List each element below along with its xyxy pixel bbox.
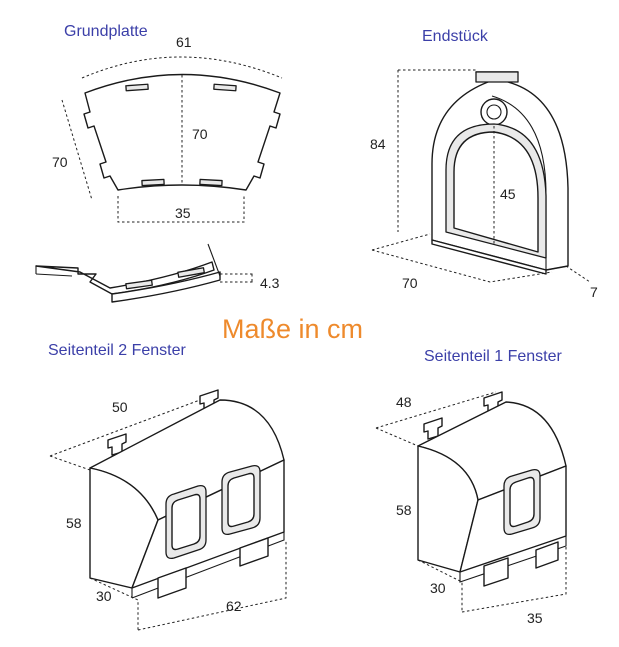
dim-line-width-70 — [371, 233, 553, 283]
seitenteil1-bottom-tab-1 — [483, 557, 509, 587]
grundplatte-dim-inner: 70 — [192, 126, 208, 142]
endstueck-dim-inner: 45 — [500, 186, 516, 202]
dim-line-length-35 — [461, 540, 567, 613]
grundplatte-dim-bottom: 35 — [175, 205, 191, 221]
dim-line-front-30-b — [417, 559, 463, 612]
seitenteil1-drawing — [375, 391, 567, 613]
seitenteil1-dim-length: 35 — [527, 610, 543, 626]
grundplatte-side-front — [111, 271, 221, 303]
dim-line-bottom-35 — [117, 196, 245, 223]
grundplatte-side-slot-1 — [125, 279, 153, 290]
units-heading: Maße in cm — [222, 314, 364, 344]
dim-line-left-70 — [61, 99, 93, 201]
seitenteil2-title: Seitenteil 2 Fenster — [48, 342, 186, 359]
grundplatte-dim-thickness: 4.3 — [260, 275, 280, 291]
dim-line-height-84 — [397, 69, 476, 232]
endstueck-top-knob — [475, 71, 519, 83]
endstueck-title: Endstück — [422, 28, 488, 45]
dim-line-length-62 — [137, 540, 287, 631]
endstueck-hole-ring — [480, 98, 508, 126]
dim-line-top-61 — [81, 56, 283, 79]
seitenteil2-dim-length: 62 — [226, 598, 242, 614]
seitenteil1-dim-depth: 48 — [396, 394, 412, 410]
grundplatte-title: Grundplatte — [64, 23, 148, 40]
seitenteil2-bottom-tab-1 — [157, 567, 187, 599]
seitenteil1-dim-front: 30 — [430, 580, 446, 596]
grundplatte-slot-3 — [141, 178, 165, 187]
endstueck-dim-height: 84 — [370, 136, 386, 152]
grundplatte-dim-top: 61 — [176, 34, 192, 50]
endstueck-dim-depth: 7 — [590, 284, 598, 300]
dim-line-thickness — [220, 273, 254, 283]
grundplatte-slot-2 — [213, 83, 237, 92]
dim-line-height-58-b — [375, 427, 419, 560]
grundplatte-drawing — [61, 56, 283, 223]
seitenteil1-title: Seitenteil 1 Fenster — [424, 348, 562, 365]
grundplatte-slot-4 — [199, 178, 223, 187]
seitenteil2-drawing — [49, 389, 287, 631]
seitenteil2-dim-height: 58 — [66, 515, 82, 531]
seitenteil2-dim-front: 30 — [96, 588, 112, 604]
grundplatte-side-top — [35, 261, 215, 295]
dim-line-depth-48 — [375, 391, 497, 429]
grundplatte-dim-left: 70 — [52, 154, 68, 170]
grundplatte-side-drawing — [35, 243, 254, 303]
seitenteil2-bottom-tab-2 — [239, 537, 269, 567]
grundplatte-side-slot-2 — [177, 267, 205, 278]
grundplatte-slot-1 — [125, 83, 149, 92]
seitenteil1-dim-height: 58 — [396, 502, 412, 518]
endstueck-drawing — [371, 69, 591, 283]
endstueck-dim-width: 70 — [402, 275, 418, 291]
seitenteil2-dim-depth: 50 — [112, 399, 128, 415]
dim-line-depth-7 — [565, 265, 591, 283]
seitenteil1-bottom-tab-2 — [535, 541, 559, 569]
